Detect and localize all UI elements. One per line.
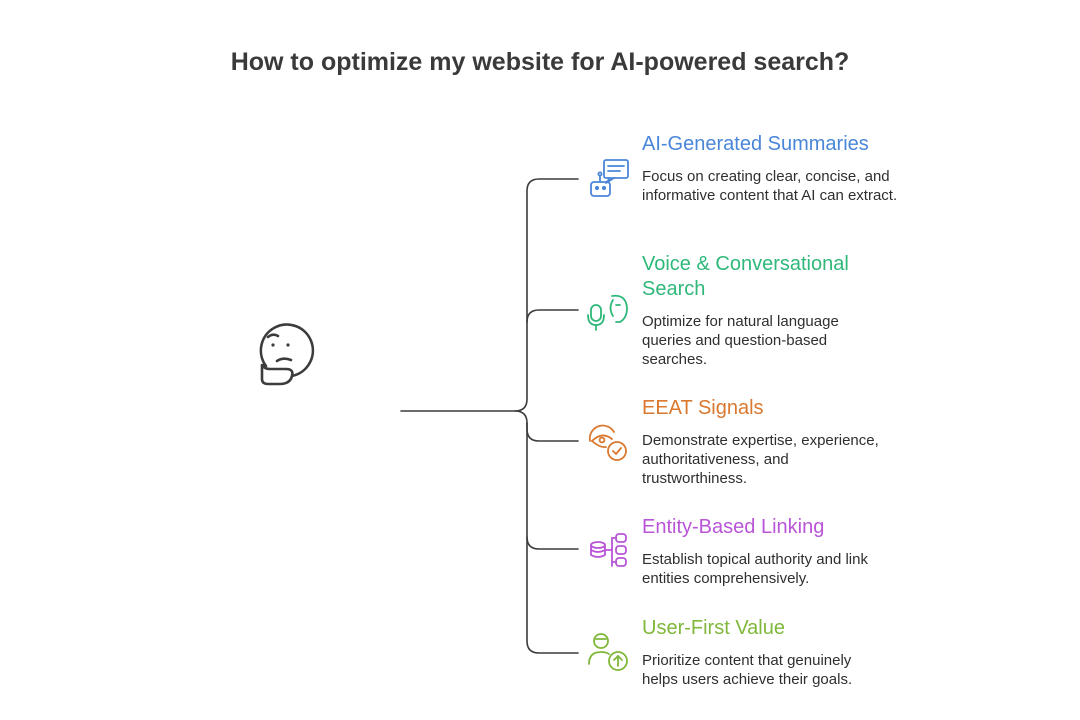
branch-title: Voice & Conversational Search [642,253,849,300]
page-title: How to optimize my website for AI-powere… [230,48,850,76]
connector-lines [400,178,579,654]
branch-description: Demonstrate expertise, experience, autho… [642,432,879,487]
branch-user-first: User-First Value Prioritize content that… [642,616,912,689]
microphone-voice-icon [587,294,628,331]
branch-title: Entity-Based Linking [642,516,825,538]
branch-description: Optimize for natural language queries an… [642,313,839,368]
branch-entity-linking: Entity-Based Linking Establish topical a… [642,515,912,588]
branch-description: Focus on creating clear, concise, and in… [642,168,898,204]
branch-title: AI-Generated Summaries [642,133,869,155]
eye-check-icon [588,424,627,461]
branch-eeat-signals: EEAT Signals Demonstrate expertise, expe… [642,396,912,488]
branch-ai-summaries: AI-Generated Summaries Focus on creating… [642,132,912,205]
thinking-face-icon [259,323,315,386]
branch-description: Establish topical authority and link ent… [642,551,868,587]
branch-description: Prioritize content that genuinely helps … [642,652,853,688]
robot-chat-icon [590,159,629,197]
database-tree-icon [590,533,627,567]
branch-voice-search: Voice & Conversational Search Optimize f… [642,252,912,369]
branch-title: EEAT Signals [642,397,764,419]
branch-title: User-First Value [642,617,785,639]
user-upgrade-icon [588,633,628,671]
